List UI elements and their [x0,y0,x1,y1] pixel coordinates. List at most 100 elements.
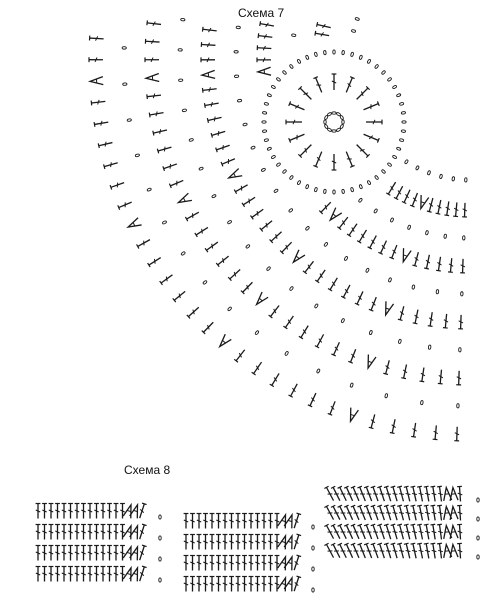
double-crochet-stitch [417,523,424,540]
chain-stitch [401,120,407,124]
double-crochet-stitch [345,76,355,93]
double-crochet-stitch [107,523,112,540]
chain-stitch [400,129,406,133]
double-crochet-stitch [430,523,437,540]
chain-stitch [476,554,480,560]
double-crochet-stitch [168,179,184,189]
double-crochet-stitch [203,101,219,108]
double-crochet-stitch [457,504,463,521]
double-crochet-stitch [257,33,273,39]
double-crochet-stitch [261,554,267,571]
double-crochet-stitch [139,544,147,561]
chain-stitch [350,51,354,57]
double-crochet-stitch [183,554,189,571]
double-crochet-stitch [93,120,109,127]
double-crochet-stitch [437,523,443,540]
double-crochet-stitch [255,575,260,592]
double-crochet-stitch [61,544,67,561]
chain-stitch [266,146,272,151]
double-crochet-stitch [397,542,405,559]
double-crochet-stitch [343,504,354,521]
double-crochet-stitch [340,284,351,299]
double-crochet-stitch [377,485,385,502]
double-crochet-stitch [216,575,221,592]
decrease-stitch [129,523,139,540]
chain-stitch [289,175,294,180]
double-crochet-stitch [268,533,273,550]
double-crochet-stitch [74,565,80,582]
chain-stitch [158,514,162,520]
double-crochet-stitch [419,367,426,383]
double-crochet-stitch [100,523,106,540]
chain-stitch [162,220,167,225]
double-crochet-stitch [48,565,54,582]
double-crochet-stitch [324,485,335,501]
chain-stitch [460,291,464,297]
double-crochet-stitch [331,73,337,90]
chain-stitch [381,169,386,174]
double-crochet-stitch [424,254,431,270]
decrease-stitch [199,69,216,79]
chain-stitch [211,194,217,199]
chain-stitch [332,49,336,55]
decrease-stitch [443,504,453,521]
chain-stitch [341,119,345,125]
double-crochet-stitch [35,523,41,540]
chain-stitch [476,516,480,522]
chain-stitch [451,176,455,182]
double-crochet-stitch [35,502,41,519]
double-crochet-stitch [48,502,54,519]
decrease-stitch [87,76,104,86]
double-crochet-stitch [423,485,430,502]
double-crochet-stitch [215,144,230,153]
double-crochet-stitch [410,485,417,502]
double-crochet-stitch [100,544,106,561]
chain-stitch [181,108,187,113]
double-crochet-stitch [410,523,417,540]
chain-stitch [358,184,363,190]
double-crochet-stitch [183,533,189,550]
double-crochet-stitch [229,575,234,592]
double-crochet-stitch [201,321,214,335]
chain-stitch [126,118,132,122]
chain-stitch [411,284,416,290]
decrease-stitch [129,502,139,519]
double-crochet-stitch [350,485,360,502]
decrease-stitch [449,485,459,501]
chain-stitch [331,111,337,115]
chain-stitch [323,242,328,247]
double-crochet-stitch [255,512,260,529]
double-crochet-stitch [417,504,424,521]
chain-stitch [282,70,287,75]
double-crochet-stitch [42,523,47,540]
chain-stitch [305,184,310,190]
double-crochet-stitch [68,565,73,582]
double-crochet-stitch [248,533,254,550]
decrease-stitch [255,291,269,307]
double-crochet-stitch [315,21,331,29]
double-crochet-stitch [81,565,86,582]
double-crochet-stitch [148,111,164,118]
double-crochet-stitch [274,533,280,550]
decrease-stitch [443,485,453,502]
double-crochet-stitch [233,184,248,195]
double-crochet-stitch [74,523,80,540]
double-crochet-stitch [120,544,125,561]
double-crochet-stitch [81,523,86,540]
double-crochet-stitch [48,544,54,561]
double-crochet-stitch [196,575,202,592]
double-crochet-stitch [324,542,335,558]
double-crochet-stitch [390,485,398,502]
chain-stitch [327,112,332,117]
double-crochet-stitch [297,85,312,100]
double-crochet-stitch [370,523,379,540]
double-crochet-stitch [216,554,221,571]
double-crochet-stitch [330,523,341,539]
chain-stitch [323,188,327,194]
double-crochet-stitch [196,512,202,529]
double-crochet-stitch [200,57,216,63]
chain-stitch [311,566,315,572]
double-crochet-stitch [293,575,302,592]
double-crochet-stitch [458,314,464,330]
